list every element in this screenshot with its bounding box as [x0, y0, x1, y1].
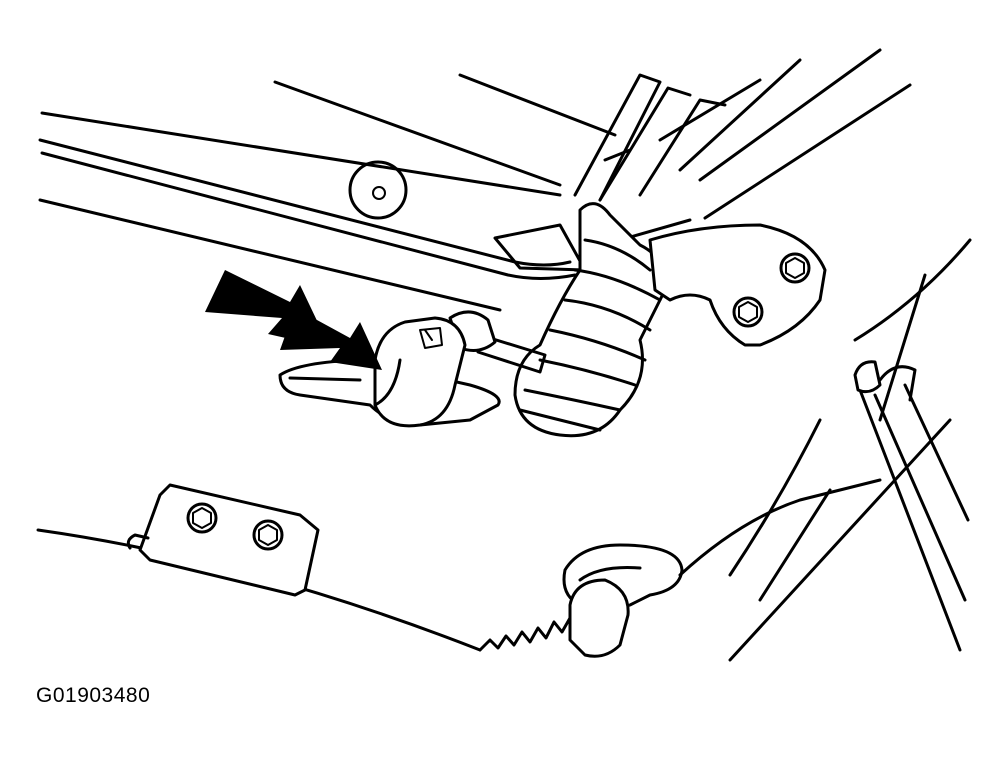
pointer-arrow-icon	[205, 270, 382, 370]
lower-grommet	[562, 543, 684, 658]
upper-frame-beams	[38, 73, 617, 312]
lower-right-strut	[678, 238, 972, 662]
upper-right-mount-plate	[648, 223, 827, 347]
rubber-boot	[513, 202, 668, 438]
hex-bolt-icon	[252, 519, 284, 551]
lower-left-bracket	[36, 483, 482, 652]
sensor-assembly	[278, 310, 547, 428]
cut-edge	[478, 616, 572, 652]
hex-bolt-icon	[186, 502, 218, 534]
round-plug	[348, 160, 408, 220]
hex-bolt-icon	[732, 296, 764, 328]
figure-code: G01903480	[36, 684, 151, 707]
hex-bolt-icon	[779, 252, 811, 284]
upper-channel-bracket	[493, 48, 912, 272]
